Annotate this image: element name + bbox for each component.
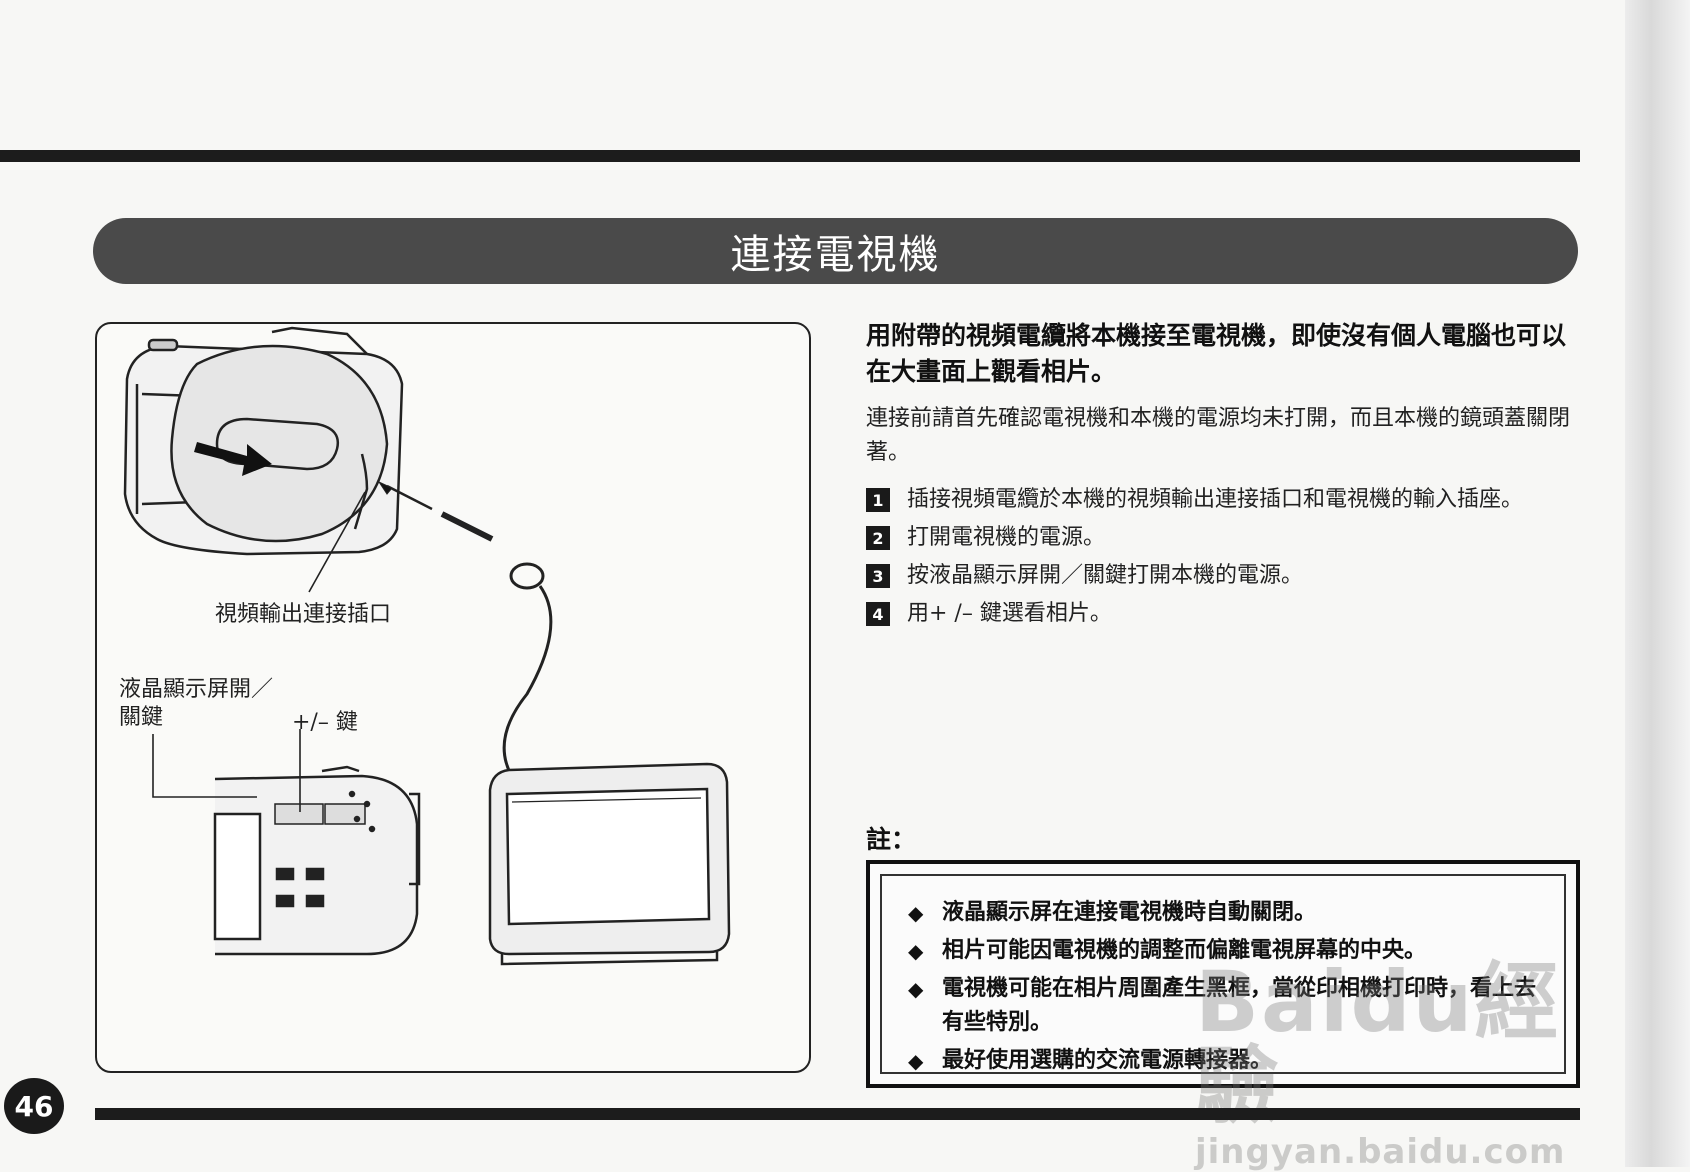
bottom-rule — [95, 1108, 1580, 1120]
step-text: 用+ /– 鍵選看相片。 — [907, 601, 1112, 626]
note-item: ◆ 液晶顯示屏在連接電視機時自動關閉。 — [908, 896, 1548, 930]
diamond-bullet-icon: ◆ — [908, 901, 924, 925]
note-text: 液晶顯示屏在連接電視機時自動關閉。 — [942, 900, 1317, 925]
tv-drawing — [488, 762, 731, 966]
note-item: ◆ 最好使用選購的交流電源轉接器。 — [908, 1044, 1548, 1078]
note-text: 電視機可能在相片周圍產生黑框，當從印相機打印時，看上去有些特別。 — [942, 976, 1537, 1035]
lcd-switch-label-line2: 關鍵 — [119, 705, 164, 730]
step-list: 1 插接視頻電纜於本機的視頻輸出連接插口和電視機的輸入插座。 2 打開電視機的電… — [866, 483, 1581, 635]
intro-bold-text: 用附帶的視頻電纜將本機接至電視機，即使沒有個人電腦也可以在大畫面上觀看相片。 — [866, 321, 1567, 386]
lcd-switch-label-line1: 液晶顯示屏開／ — [119, 677, 274, 702]
plus-minus-key-label: +/– 鍵 — [292, 710, 358, 735]
step-text: 插接視頻電纜於本機的視頻輸出連接插口和電視機的輸入插座。 — [907, 487, 1524, 512]
illustration-box: 視頻輸出連接插口 液晶顯示屏開／ 關鍵 +/– 鍵 — [95, 322, 811, 1073]
step-number-badge: 2 — [866, 526, 890, 550]
notes-box: ◆ 液晶顯示屏在連接電視機時自動關閉。 ◆ 相片可能因電視機的調整而偏離電視屏幕… — [866, 860, 1580, 1088]
camera-back-drawing — [213, 765, 421, 956]
diamond-bullet-icon: ◆ — [908, 939, 924, 963]
notes-box-inner-frame — [880, 874, 1566, 1074]
step-item: 4 用+ /– 鍵選看相片。 — [866, 597, 1581, 630]
note-item: ◆ 相片可能因電視機的調整而偏離電視屏幕的中央。 — [908, 934, 1548, 968]
note-text: 相片可能因電視機的調整而偏離電視屏幕的中央。 — [942, 938, 1427, 963]
watermark-url: jingyan.baidu.com — [1195, 1132, 1566, 1172]
video-out-leader — [308, 491, 366, 593]
step-number-badge: 1 — [866, 488, 890, 512]
top-rule — [0, 150, 1580, 162]
page-number-badge: 46 — [4, 1078, 64, 1134]
video-cable — [353, 453, 553, 785]
note-item: ◆ 電視機可能在相片周圍產生黑框，當從印相機打印時，看上去有些特別。 — [908, 972, 1548, 1040]
page-title: 連接電視機 — [730, 232, 941, 278]
step-number-badge: 4 — [866, 602, 890, 626]
step-item: 2 打開電視機的電源。 — [866, 521, 1581, 554]
lcd-key-leader — [152, 734, 257, 798]
notes-list: ◆ 液晶顯示屏在連接電視機時自動關閉。 ◆ 相片可能因電視機的調整而偏離電視屏幕… — [908, 896, 1548, 1082]
title-bar: 連接電視機 — [93, 218, 1578, 284]
camera-drawing — [123, 326, 404, 556]
step-text: 按液晶顯示屏開／關鍵打開本機的電源。 — [907, 563, 1304, 588]
step-item: 3 按液晶顯示屏開／關鍵打開本機的電源。 — [866, 559, 1581, 592]
slide-arrow-icon — [194, 442, 272, 476]
diamond-bullet-icon: ◆ — [908, 1049, 924, 1073]
note-text: 最好使用選購的交流電源轉接器。 — [942, 1048, 1273, 1073]
video-out-label: 視頻輸出連接插口 — [215, 602, 392, 627]
notes-heading: 註： — [866, 825, 917, 854]
diamond-bullet-icon: ◆ — [908, 977, 924, 1001]
step-text: 打開電視機的電源。 — [907, 525, 1106, 550]
page-edge-shadow — [1625, 0, 1690, 1167]
intro-plain-text: 連接前請首先確認電視機和本機的電源均未打開，而且本機的鏡頭蓋關閉著。 — [866, 406, 1571, 465]
connection-illustration — [123, 326, 731, 966]
step-number-badge: 3 — [866, 564, 890, 588]
step-item: 1 插接視頻電纜於本機的視頻輸出連接插口和電視機的輸入插座。 — [866, 483, 1581, 516]
